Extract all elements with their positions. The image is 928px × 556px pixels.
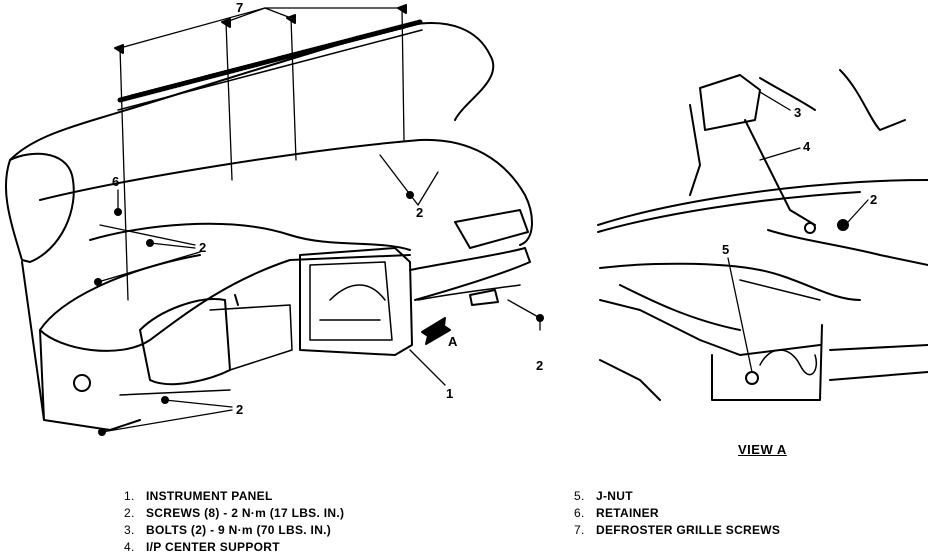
legend-item-4: 4. I/P CENTER SUPPORT: [124, 540, 280, 554]
legend-item-1: 1. INSTRUMENT PANEL: [124, 489, 273, 503]
callout-4: 4: [803, 139, 811, 154]
callout-a: A: [448, 334, 458, 349]
legend-item-3: 3. BOLTS (2) - 9 N·m (70 LBS. IN.): [124, 523, 332, 537]
callout-7: 7: [236, 0, 243, 15]
legend-item-7: 7. DEFROSTER GRILLE SCREWS: [574, 523, 781, 537]
legend-right: 5. J-NUT 6. RETAINER 7. DEFROSTER GRILLE…: [574, 488, 780, 539]
legend-item-6: 6. RETAINER: [574, 506, 659, 520]
callout-labels: 7 6 2 2 2 2 1 A 3 4 2 5: [112, 0, 877, 417]
callout-1: 1: [446, 386, 453, 401]
callout-2-lower: 2: [236, 402, 243, 417]
view-a-drawing: [597, 69, 928, 401]
callout-2-left: 2: [199, 240, 206, 255]
callout-5: 5: [722, 242, 729, 257]
legend-item-5: 5. J-NUT: [574, 489, 633, 503]
legend-left: 1. INSTRUMENT PANEL 2. SCREWS (8) - 2 N·…: [124, 488, 344, 556]
callout-2-upper: 2: [416, 205, 423, 220]
legend-item-2: 2. SCREWS (8) - 2 N·m (17 LBS. IN.): [124, 506, 345, 520]
callout-2-right: 2: [536, 358, 543, 373]
callout-6: 6: [112, 174, 119, 189]
view-a-label: VIEW A: [738, 442, 787, 457]
instrument-panel-drawing: [4, 4, 544, 436]
callout-2-view-a: 2: [870, 192, 877, 207]
callout-3: 3: [794, 105, 801, 120]
